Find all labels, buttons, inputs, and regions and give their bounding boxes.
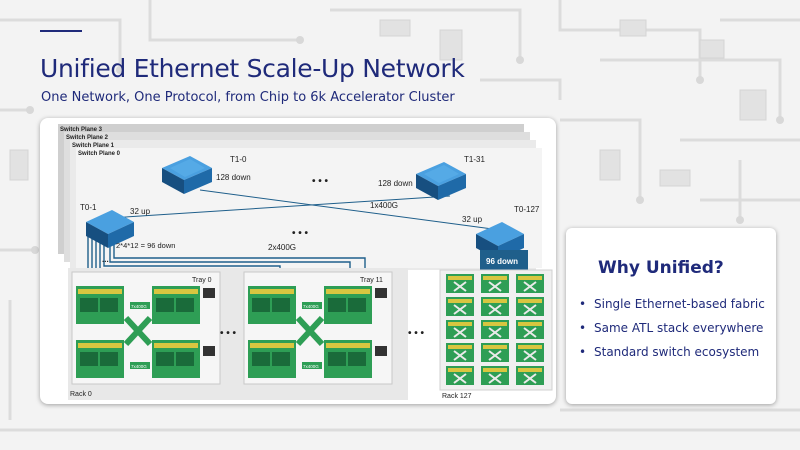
network-diagram-card: Switch Plane 3 Switch Plane 2 Switch Pla… <box>40 118 556 404</box>
tray-0-crossbar <box>123 315 153 347</box>
tray-11-link-label-top: 7x400G <box>303 304 319 309</box>
switch-t1-0 <box>162 156 212 194</box>
rack-127-tray-strip <box>483 345 507 349</box>
rack-127-tray-crossbar <box>488 304 502 315</box>
t0-down-label: 2*4*12 = 96 down <box>116 241 175 250</box>
rack-127-tray-strip <box>483 276 507 280</box>
rack-127-tray-crossbar <box>453 304 467 315</box>
switch-plane-1-label: Switch Plane 1 <box>72 143 115 149</box>
why-unified-list: Single Ethernet-based fabric Same ATL st… <box>576 296 765 368</box>
rack-127-tray-crossbar <box>523 304 537 315</box>
tray-11-label: Tray 11 <box>360 277 383 284</box>
tray-0: Tray 0 7x400G 7x400G <box>71 271 221 385</box>
why-unified-item: Single Ethernet-based fabric <box>576 296 765 320</box>
t0-1-label: T0-1 <box>80 203 97 212</box>
t0-127-down-badge <box>480 250 528 270</box>
ellipsis-small: ... <box>102 255 109 264</box>
rack-127-tray-crossbar <box>488 373 502 384</box>
rack-127-tray-strip <box>448 276 472 280</box>
ellipsis-t1: • • • <box>312 176 329 187</box>
ellipsis-trays: • • • <box>220 328 237 339</box>
link-t1-0-to-t0-127 <box>199 189 501 231</box>
switch-plane-2-label: Switch Plane 2 <box>66 135 109 141</box>
t0-1-up-label: 32 up <box>130 207 151 216</box>
tray-11: Tray 11 7x400G 7x400G <box>243 271 393 385</box>
why-unified-item: Standard switch ecosystem <box>576 344 765 368</box>
rack-127-tray-strip <box>518 368 542 372</box>
switch-t0-1 <box>86 210 134 248</box>
switch-plane-3-label: Switch Plane 3 <box>60 127 103 133</box>
fabric-links <box>109 189 501 231</box>
rack-127-tray-crossbar <box>453 281 467 292</box>
tray-11-boards <box>248 286 387 378</box>
rack-127-tray-strip <box>483 368 507 372</box>
rack-127-tray-strip <box>483 299 507 303</box>
rack-127-tray-strip <box>518 345 542 349</box>
rack-127-tray-crossbar <box>453 350 467 361</box>
ellipsis-t0: • • • <box>292 228 309 239</box>
rack-127-tray-crossbar <box>523 281 537 292</box>
rack-127-tray-crossbar <box>453 373 467 384</box>
switch-plane-0 <box>76 148 542 268</box>
rack-127-trays <box>446 274 544 385</box>
rack-127-tray-crossbar <box>523 350 537 361</box>
rack-127-tray-strip <box>518 276 542 280</box>
tray-11-link-label-bottom: 7x400G <box>303 364 319 369</box>
switch-plane-stack: Switch Plane 3 Switch Plane 2 Switch Pla… <box>58 124 542 270</box>
t1-0-down-label: 128 down <box>216 173 251 182</box>
rack-127-tray-strip <box>483 322 507 326</box>
rack-127-tray-crossbar <box>523 327 537 338</box>
switch-t1-31 <box>416 162 466 200</box>
rack-127-tray-strip <box>448 299 472 303</box>
tray-0-link-label-top: 7x400G <box>131 304 147 309</box>
rack-127-tray-strip <box>518 299 542 303</box>
rack-127-tray-crossbar <box>453 327 467 338</box>
rack-127-tray-crossbar <box>488 281 502 292</box>
rack-127-tray-strip <box>448 322 472 326</box>
rack-127-label: Rack 127 <box>442 393 472 400</box>
rack-127-tray-strip <box>448 368 472 372</box>
switch-plane-0-label: Switch Plane 0 <box>78 151 121 157</box>
title-accent-bar <box>40 30 82 32</box>
tray-0-boards <box>76 286 215 378</box>
link-1x400g-label: 1x400G <box>370 201 398 210</box>
t0-127-down-label: 96 down <box>486 257 518 266</box>
tray-0-label: Tray 0 <box>192 277 212 284</box>
t0-127-up-label: 32 up <box>462 215 483 224</box>
why-unified-card: Why Unified? Single Ethernet-based fabri… <box>566 228 776 404</box>
link-2x400g-label: 2x400G <box>268 243 296 252</box>
page-subtitle: One Network, One Protocol, from Chip to … <box>41 90 455 105</box>
link-t0-1-to-t1-31 <box>109 195 451 219</box>
rack-127-tray-strip <box>448 345 472 349</box>
page-title: Unified Ethernet Scale-Up Network <box>40 54 465 83</box>
ellipsis-racks: • • • <box>408 328 425 339</box>
t1-31-label: T1-31 <box>464 155 485 164</box>
tray-11-crossbar <box>295 315 325 347</box>
rack-127-tray-crossbar <box>488 350 502 361</box>
t1-0-label: T1-0 <box>230 155 247 164</box>
rack-127-tray-strip <box>518 322 542 326</box>
rack-0-label: Rack 0 <box>70 391 92 398</box>
t1-31-down-label: 128 down <box>378 179 413 188</box>
rack-127-tray-crossbar <box>523 373 537 384</box>
rack-127-tray-crossbar <box>488 327 502 338</box>
why-unified-title: Why Unified? <box>598 258 724 278</box>
network-diagram: Switch Plane 3 Switch Plane 2 Switch Pla… <box>58 124 553 400</box>
why-unified-item: Same ATL stack everywhere <box>576 320 765 344</box>
tray-0-link-label-bottom: 7x400G <box>131 364 147 369</box>
t0-127-label: T0-127 <box>514 205 540 214</box>
rack-127: Rack 127 <box>439 269 553 400</box>
